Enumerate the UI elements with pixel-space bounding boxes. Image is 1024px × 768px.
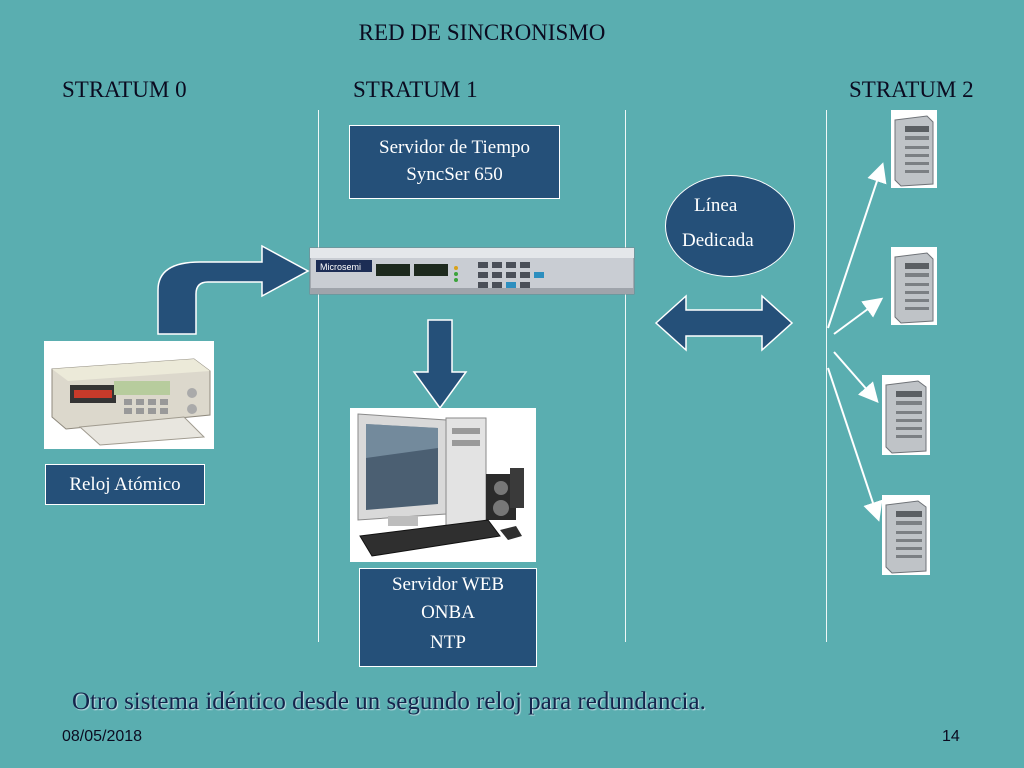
- stratum2-server-2-icon: [891, 247, 937, 325]
- slide-page-number: 14: [942, 728, 960, 745]
- redundancy-note: Otro sistema idéntico desde un segundo r…: [72, 688, 706, 715]
- dedicated-line-label-line2: Dedicada: [682, 230, 754, 251]
- arrow-to-server-3: [833, 351, 879, 404]
- stratum-1-heading: STRATUM 1: [353, 77, 478, 102]
- atomic-clock-label-box: Reloj Atómico: [45, 464, 205, 505]
- time-server-label-line1: Servidor de Tiempo: [379, 137, 530, 158]
- web-server-computer-image: [350, 408, 536, 562]
- arrow-to-server-4: [827, 367, 883, 522]
- device-brand-text: Microsemi: [320, 262, 361, 272]
- down-arrow-icon: [412, 319, 468, 410]
- time-server-label-line2: SyncSer 650: [406, 164, 503, 185]
- slide-date: 08/05/2018: [62, 728, 143, 745]
- dedicated-line-ellipse: Línea Dedicada: [665, 175, 795, 277]
- divider-line-3: [826, 110, 827, 642]
- arrow-to-server-1: [827, 162, 887, 329]
- stratum2-server-1-icon: [891, 110, 937, 188]
- web-server-label-line3: NTP: [430, 632, 466, 653]
- stratum-2-heading: STRATUM 2: [849, 77, 974, 102]
- time-server-device-icon: Microsemi: [309, 247, 635, 295]
- arrow-to-server-2: [833, 297, 884, 335]
- web-server-label-line1: Servidor WEB: [391, 574, 505, 595]
- double-arrow-icon: [654, 294, 794, 352]
- time-server-label-box: Servidor de Tiempo SyncSer 650: [349, 125, 560, 199]
- divider-line-2: [625, 110, 626, 642]
- divider-line-1: [318, 110, 319, 642]
- atomic-clock-label: Reloj Atómico: [69, 474, 181, 495]
- atomic-clock-image: [44, 341, 214, 449]
- diagram-title: RED DE SINCRONISMO: [358, 20, 606, 45]
- stratum-0-heading: STRATUM 0: [62, 77, 187, 102]
- web-server-label-line2: ONBA: [421, 602, 475, 623]
- curved-arrow-icon: [157, 244, 310, 335]
- stratum2-server-4-icon: [882, 495, 930, 575]
- web-server-label-box: Servidor WEB ONBA NTP: [359, 568, 537, 667]
- dedicated-line-label-line1: Línea: [694, 195, 738, 216]
- stratum2-server-3-icon: [882, 375, 930, 455]
